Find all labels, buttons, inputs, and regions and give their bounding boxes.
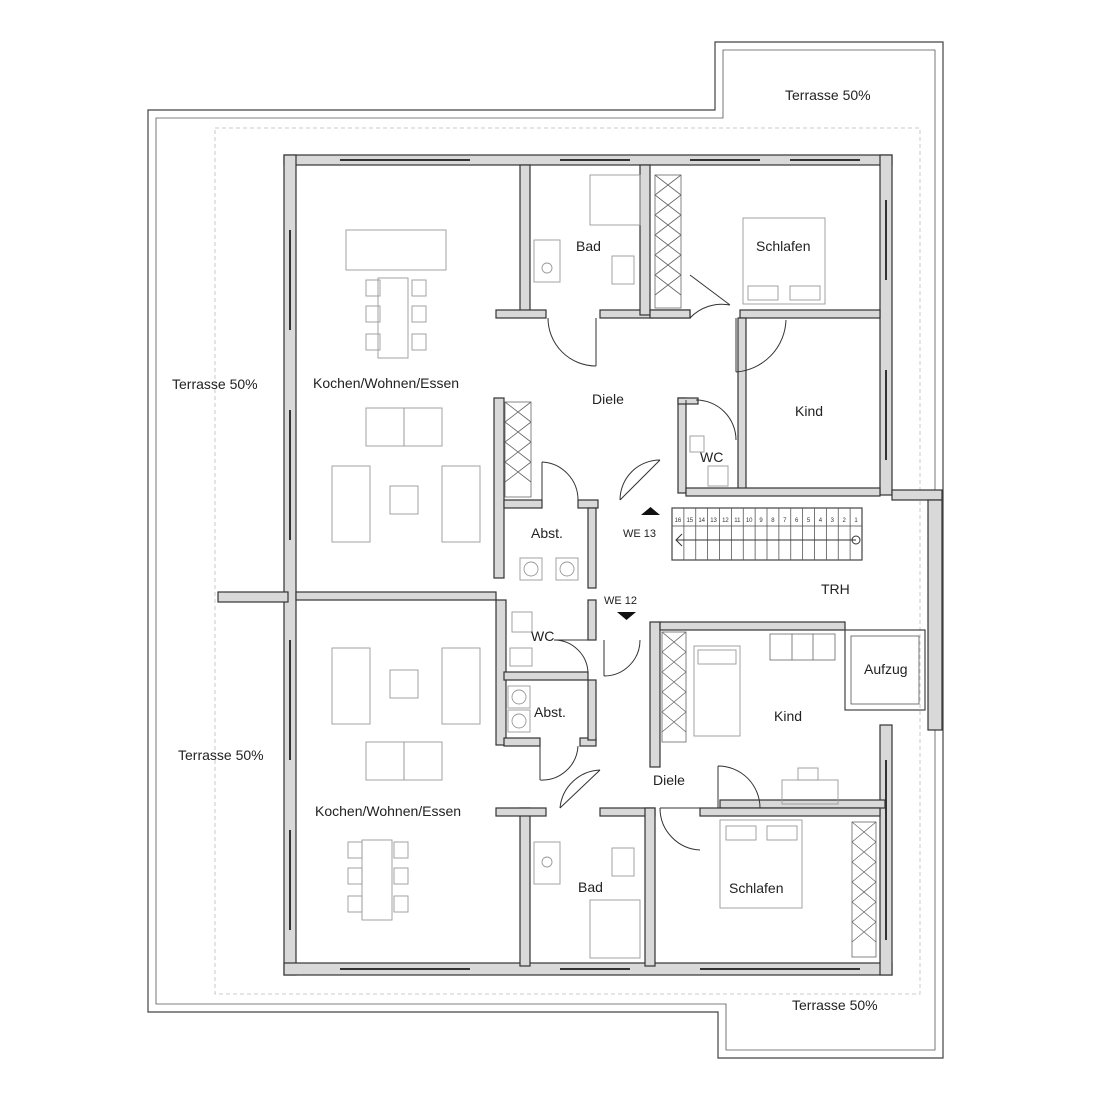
storage-lower-label: Abst. [534, 704, 566, 720]
stair-step-number: 13 [710, 518, 717, 524]
wc-lower-label: WC [531, 628, 554, 644]
stair-step-number: 2 [843, 518, 847, 524]
exterior-walls [217, 154, 943, 976]
terrace-left-upper-label: Terrasse 50% [172, 376, 258, 392]
storage-upper-label: Abst. [531, 525, 563, 541]
furniture [331, 174, 839, 959]
stair-step-number: 15 [686, 518, 693, 524]
stair-step-number: 9 [759, 518, 763, 524]
terrace-left-lower-label: Terrasse 50% [178, 747, 264, 763]
stair-step-number: 6 [795, 518, 799, 524]
stair-step-number: 10 [746, 518, 753, 524]
living-lower-label: Kochen/Wohnen/Essen [315, 803, 461, 819]
terrace-bottom-right-label: Terrasse 50% [792, 997, 878, 1013]
hall-upper-label: Diele [592, 391, 624, 407]
elevator-label: Aufzug [864, 661, 908, 677]
terrace-top-right-label: Terrasse 50% [785, 87, 871, 103]
bath-lower-label: Bad [578, 879, 603, 895]
stairwell-label: TRH [821, 581, 850, 597]
stair-step-number: 16 [675, 518, 682, 524]
staircase: 16 15 14 13 12 11 10 9 8 7 6 5 4 3 2 1 [671, 507, 863, 561]
unit-markers [617, 507, 660, 620]
wc-upper-label: WC [700, 449, 723, 465]
wardrobes [504, 174, 877, 958]
child-lower-label: Kind [774, 708, 802, 724]
unit-lower-label: WE 12 [604, 595, 637, 607]
windows [289, 159, 887, 970]
hall-lower-label: Diele [653, 772, 685, 788]
child-upper-label: Kind [795, 403, 823, 419]
stair-step-number: 14 [698, 518, 705, 524]
living-upper-label: Kochen/Wohnen/Essen [313, 375, 459, 391]
doors [539, 274, 787, 851]
stair-step-number: 4 [819, 518, 823, 524]
stair-step-number: 1 [854, 518, 858, 524]
stair-step-number: 12 [722, 518, 729, 524]
unit-upper-label: WE 13 [623, 528, 656, 540]
stair-step-number: 5 [807, 518, 811, 524]
stair-step-number: 3 [831, 518, 835, 524]
bath-upper-label: Bad [576, 238, 601, 254]
bedroom-upper-label: Schlafen [756, 238, 810, 254]
terrace-outline [147, 41, 944, 1059]
bedroom-lower-label: Schlafen [729, 880, 783, 896]
stair-step-number: 8 [771, 518, 775, 524]
interior-walls [295, 164, 926, 967]
stair-step-number: 11 [734, 518, 741, 524]
stair-step-number: 7 [783, 518, 787, 524]
